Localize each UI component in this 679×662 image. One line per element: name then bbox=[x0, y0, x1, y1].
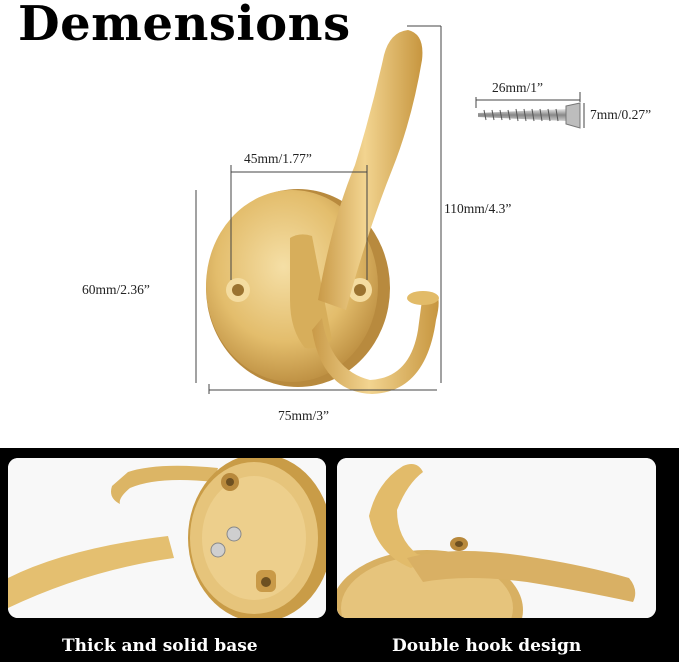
base-height-label: 60mm/2.36” bbox=[82, 282, 150, 297]
hole-spacing-label: 45mm/1.77” bbox=[244, 151, 312, 166]
feature-photo-hook bbox=[337, 458, 656, 618]
base-width-label: 75mm/3” bbox=[278, 408, 329, 423]
hook-dimension-illustration bbox=[195, 25, 585, 394]
total-height-label: 110mm/4.3” bbox=[444, 201, 512, 216]
screw bbox=[478, 102, 581, 129]
feature-photo-base bbox=[8, 458, 326, 618]
hook-arms bbox=[290, 30, 439, 394]
screw-length-label: 26mm/1” bbox=[492, 80, 543, 95]
page-title: Demensions bbox=[18, 0, 351, 52]
feature-caption-base: Thick and solid base bbox=[62, 636, 258, 656]
screw-dimension-lines bbox=[475, 92, 585, 128]
screw-diameter-label: 7mm/0.27” bbox=[590, 107, 652, 122]
hook-dimension-lines bbox=[195, 25, 442, 394]
feature-caption-hook: Double hook design bbox=[392, 636, 582, 656]
